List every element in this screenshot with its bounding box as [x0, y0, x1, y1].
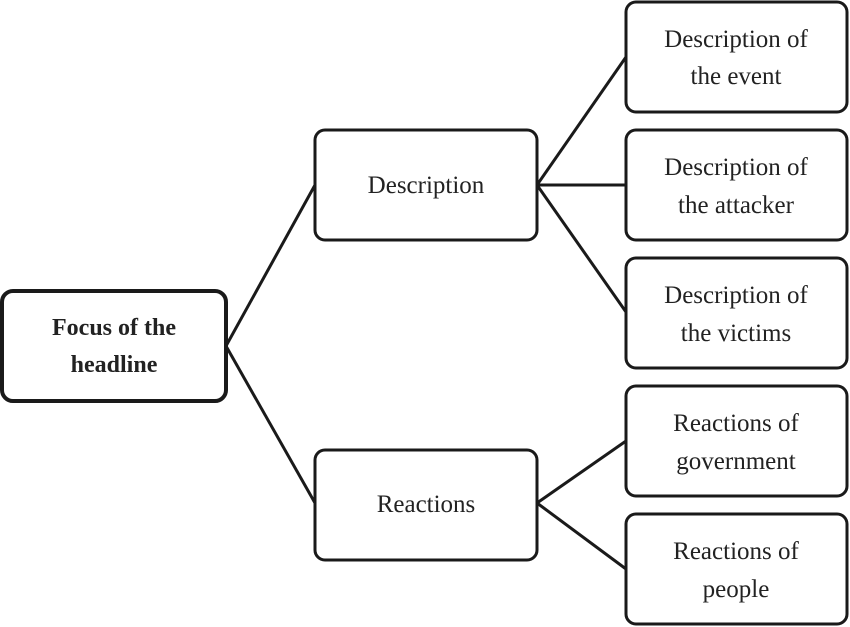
branch-node-description: Description — [313, 128, 539, 242]
branch-label-description: Description — [368, 172, 485, 199]
leaf-label-line-1: Description of — [664, 154, 808, 181]
edge-description-victims — [535, 184, 628, 313]
leaf-label-line-1: Reactions of — [673, 538, 799, 565]
branch-label-reactions: Reactions — [377, 491, 476, 518]
edge-root-reactions — [224, 345, 317, 504]
edge-description-event — [535, 56, 628, 186]
leaf-node-event: Description of the event — [624, 0, 849, 114]
root-label-line-2: headline — [71, 352, 158, 378]
leaf-node-victims: Description of the victims — [624, 256, 849, 370]
edge-reactions-government — [536, 439, 627, 505]
leaf-label-line-1: Description of — [664, 282, 808, 309]
leaf-label-line-1: Reactions of — [673, 410, 799, 437]
leaf-label-line-2: the victims — [681, 320, 791, 347]
edge-root-description — [224, 184, 317, 347]
root-node: Focus of the headline — [0, 289, 228, 403]
root-label-line-1: Focus of the — [52, 315, 176, 341]
leaf-label-line-2: people — [703, 576, 770, 603]
leaf-node-people: Reactions of people — [624, 512, 849, 626]
leaf-node-attacker: Description of the attacker — [624, 128, 849, 242]
leaf-label-line-2: government — [676, 448, 795, 475]
leaf-node-government: Reactions of government — [624, 384, 849, 498]
leaf-label-line-2: the attacker — [678, 192, 795, 219]
leaf-label-line-1: Description of — [664, 26, 808, 53]
leaf-label-line-2: the event — [691, 63, 782, 90]
edge-reactions-people — [536, 501, 627, 571]
branch-node-reactions: Reactions — [313, 448, 539, 562]
